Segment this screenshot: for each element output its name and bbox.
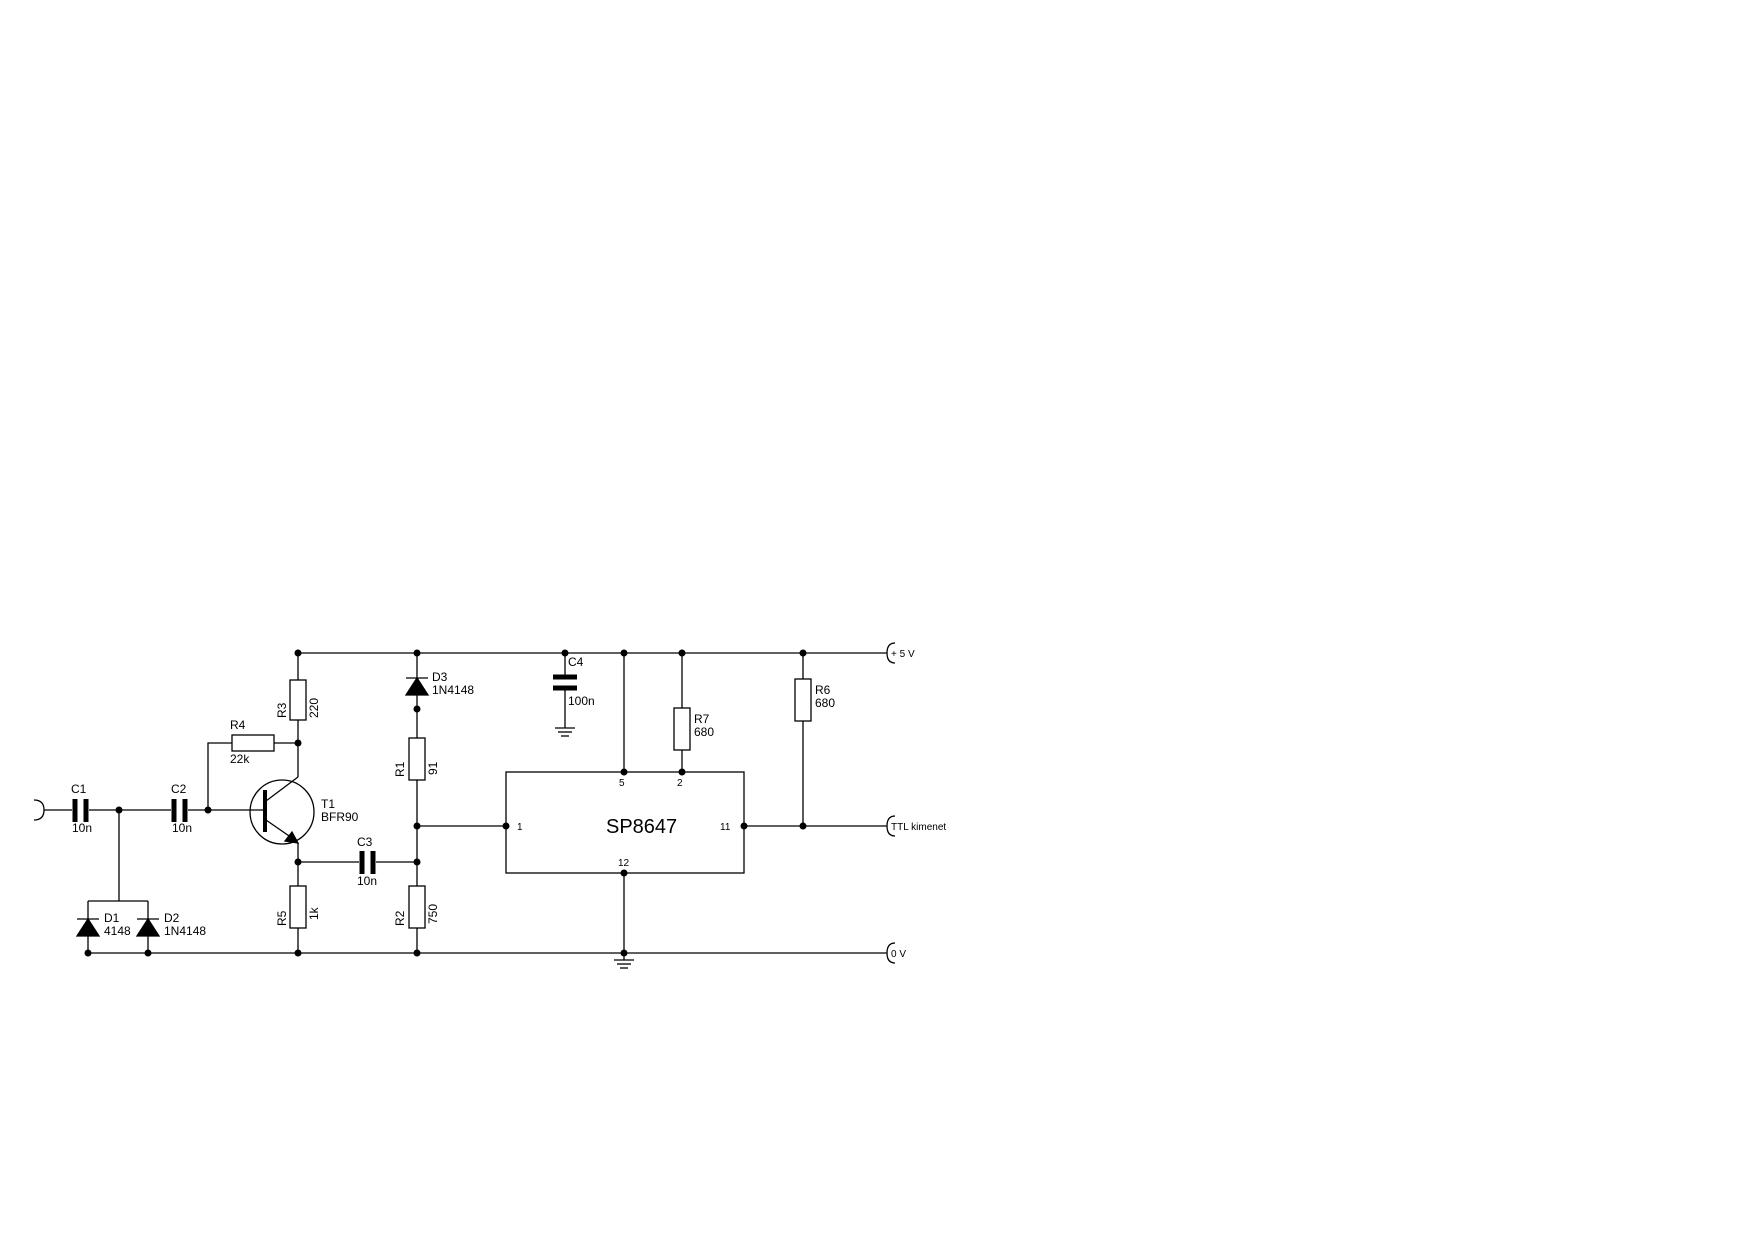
output-terminal: TTL kimenet xyxy=(886,815,946,837)
c4-ref: C4 xyxy=(568,655,584,669)
junction-dot xyxy=(561,649,569,657)
d1-value: 4148 xyxy=(104,924,131,938)
supply-label: + 5 V xyxy=(891,649,915,660)
resistor-r4: R4 22k xyxy=(207,718,298,810)
junction-dot xyxy=(294,739,302,747)
transistor-t1: T1 BFR90 xyxy=(246,772,359,862)
ground-symbol xyxy=(555,727,575,737)
capacitor-c2: C2 10n xyxy=(171,782,246,835)
t1-ref: T1 xyxy=(321,797,335,811)
r5-value: 1k xyxy=(307,906,321,920)
capacitor-c3: C3 10n xyxy=(298,835,417,888)
junction-dot xyxy=(413,858,421,866)
r2-ref: R2 xyxy=(393,910,407,926)
r4-ref: R4 xyxy=(230,718,246,732)
ic-pin-11: 11 xyxy=(720,822,731,833)
c1-value: 10n xyxy=(72,821,92,835)
junction-dot xyxy=(294,649,302,657)
c1-ref: C1 xyxy=(71,782,87,796)
ic-pin-5: 5 xyxy=(619,778,625,789)
diode-d2: D2 1N4148 xyxy=(135,911,206,938)
ic-name: SP8647 xyxy=(606,816,677,838)
junction-dot xyxy=(620,649,628,657)
r3-ref: R3 xyxy=(275,702,289,718)
junction-dot xyxy=(413,949,421,957)
junction-dot xyxy=(144,949,152,957)
r3-value: 220 xyxy=(307,698,321,718)
supply-terminal: + 5 V xyxy=(886,642,915,664)
c2-ref: C2 xyxy=(171,782,187,796)
c3-value: 10n xyxy=(357,874,377,888)
junction-dot xyxy=(799,649,807,657)
resistor-r6: R6 680 xyxy=(794,653,835,826)
ic-pin-12: 12 xyxy=(618,858,630,869)
output-label: TTL kimenet xyxy=(891,822,946,833)
d3-value: 1N4148 xyxy=(432,683,474,697)
ground-symbol xyxy=(614,959,634,969)
resistor-r5: R5 1k xyxy=(275,862,321,953)
ic-sp8647: SP8647 1 5 2 11 12 xyxy=(505,771,745,874)
d3-ref: D3 xyxy=(432,670,448,684)
ic-pin-dot xyxy=(502,822,510,830)
junction-dot xyxy=(84,949,92,957)
input-terminal xyxy=(33,799,72,821)
r2-value: 750 xyxy=(426,904,440,924)
r5-ref: R5 xyxy=(275,910,289,926)
ground-terminal: 0 V xyxy=(886,942,906,964)
ic-pin-2: 2 xyxy=(677,778,683,789)
diode-d1: D1 4148 xyxy=(75,911,131,938)
junction-dot xyxy=(620,949,628,957)
resistor-r3: R3 220 xyxy=(275,653,321,772)
c2-value: 10n xyxy=(172,821,192,835)
ic-pin-1: 1 xyxy=(517,822,523,833)
r4-value: 22k xyxy=(230,752,250,766)
junction-dot xyxy=(678,649,686,657)
d2-value: 1N4148 xyxy=(164,924,206,938)
diode-d3: D3 1N4148 xyxy=(404,653,474,709)
d1-ref: D1 xyxy=(104,911,120,925)
r7-ref: R7 xyxy=(694,712,710,726)
r1-ref: R1 xyxy=(393,761,407,777)
ground-label: 0 V xyxy=(891,949,906,960)
junction-dot xyxy=(413,649,421,657)
junction-dot xyxy=(294,949,302,957)
d2-ref: D2 xyxy=(164,911,180,925)
resistor-r2: R2 750 xyxy=(393,885,440,929)
r7-value: 680 xyxy=(694,725,714,739)
resistor-r7: R7 680 xyxy=(673,653,714,772)
c4-value: 100n xyxy=(568,694,595,708)
r6-value: 680 xyxy=(815,696,835,710)
t1-value: BFR90 xyxy=(321,810,359,824)
r1-value: 91 xyxy=(426,761,440,775)
capacitor-c4: C4 100n xyxy=(553,653,595,728)
r6-ref: R6 xyxy=(815,683,831,697)
c3-ref: C3 xyxy=(357,835,373,849)
capacitor-c1: C1 10n xyxy=(71,782,171,835)
